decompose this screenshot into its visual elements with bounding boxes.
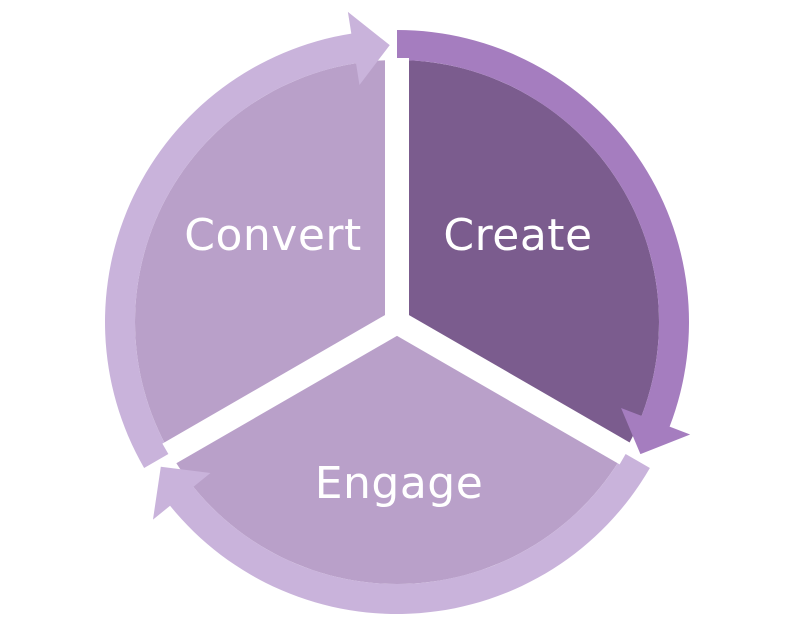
gaps-group (162, 58, 632, 465)
center-junction (384, 309, 410, 335)
rings-group (105, 11, 691, 614)
separator-gap (387, 309, 632, 465)
arrow-ring-engage (152, 453, 650, 614)
separator-gap (385, 58, 409, 326)
arrow-ring-convert (105, 11, 390, 468)
segment-label-engage: Engage (314, 458, 484, 509)
arrow-ring-create (397, 30, 691, 455)
segment-label-convert: Convert (184, 210, 362, 261)
segment-label-create: Create (443, 210, 593, 261)
separator-gap (162, 309, 407, 465)
